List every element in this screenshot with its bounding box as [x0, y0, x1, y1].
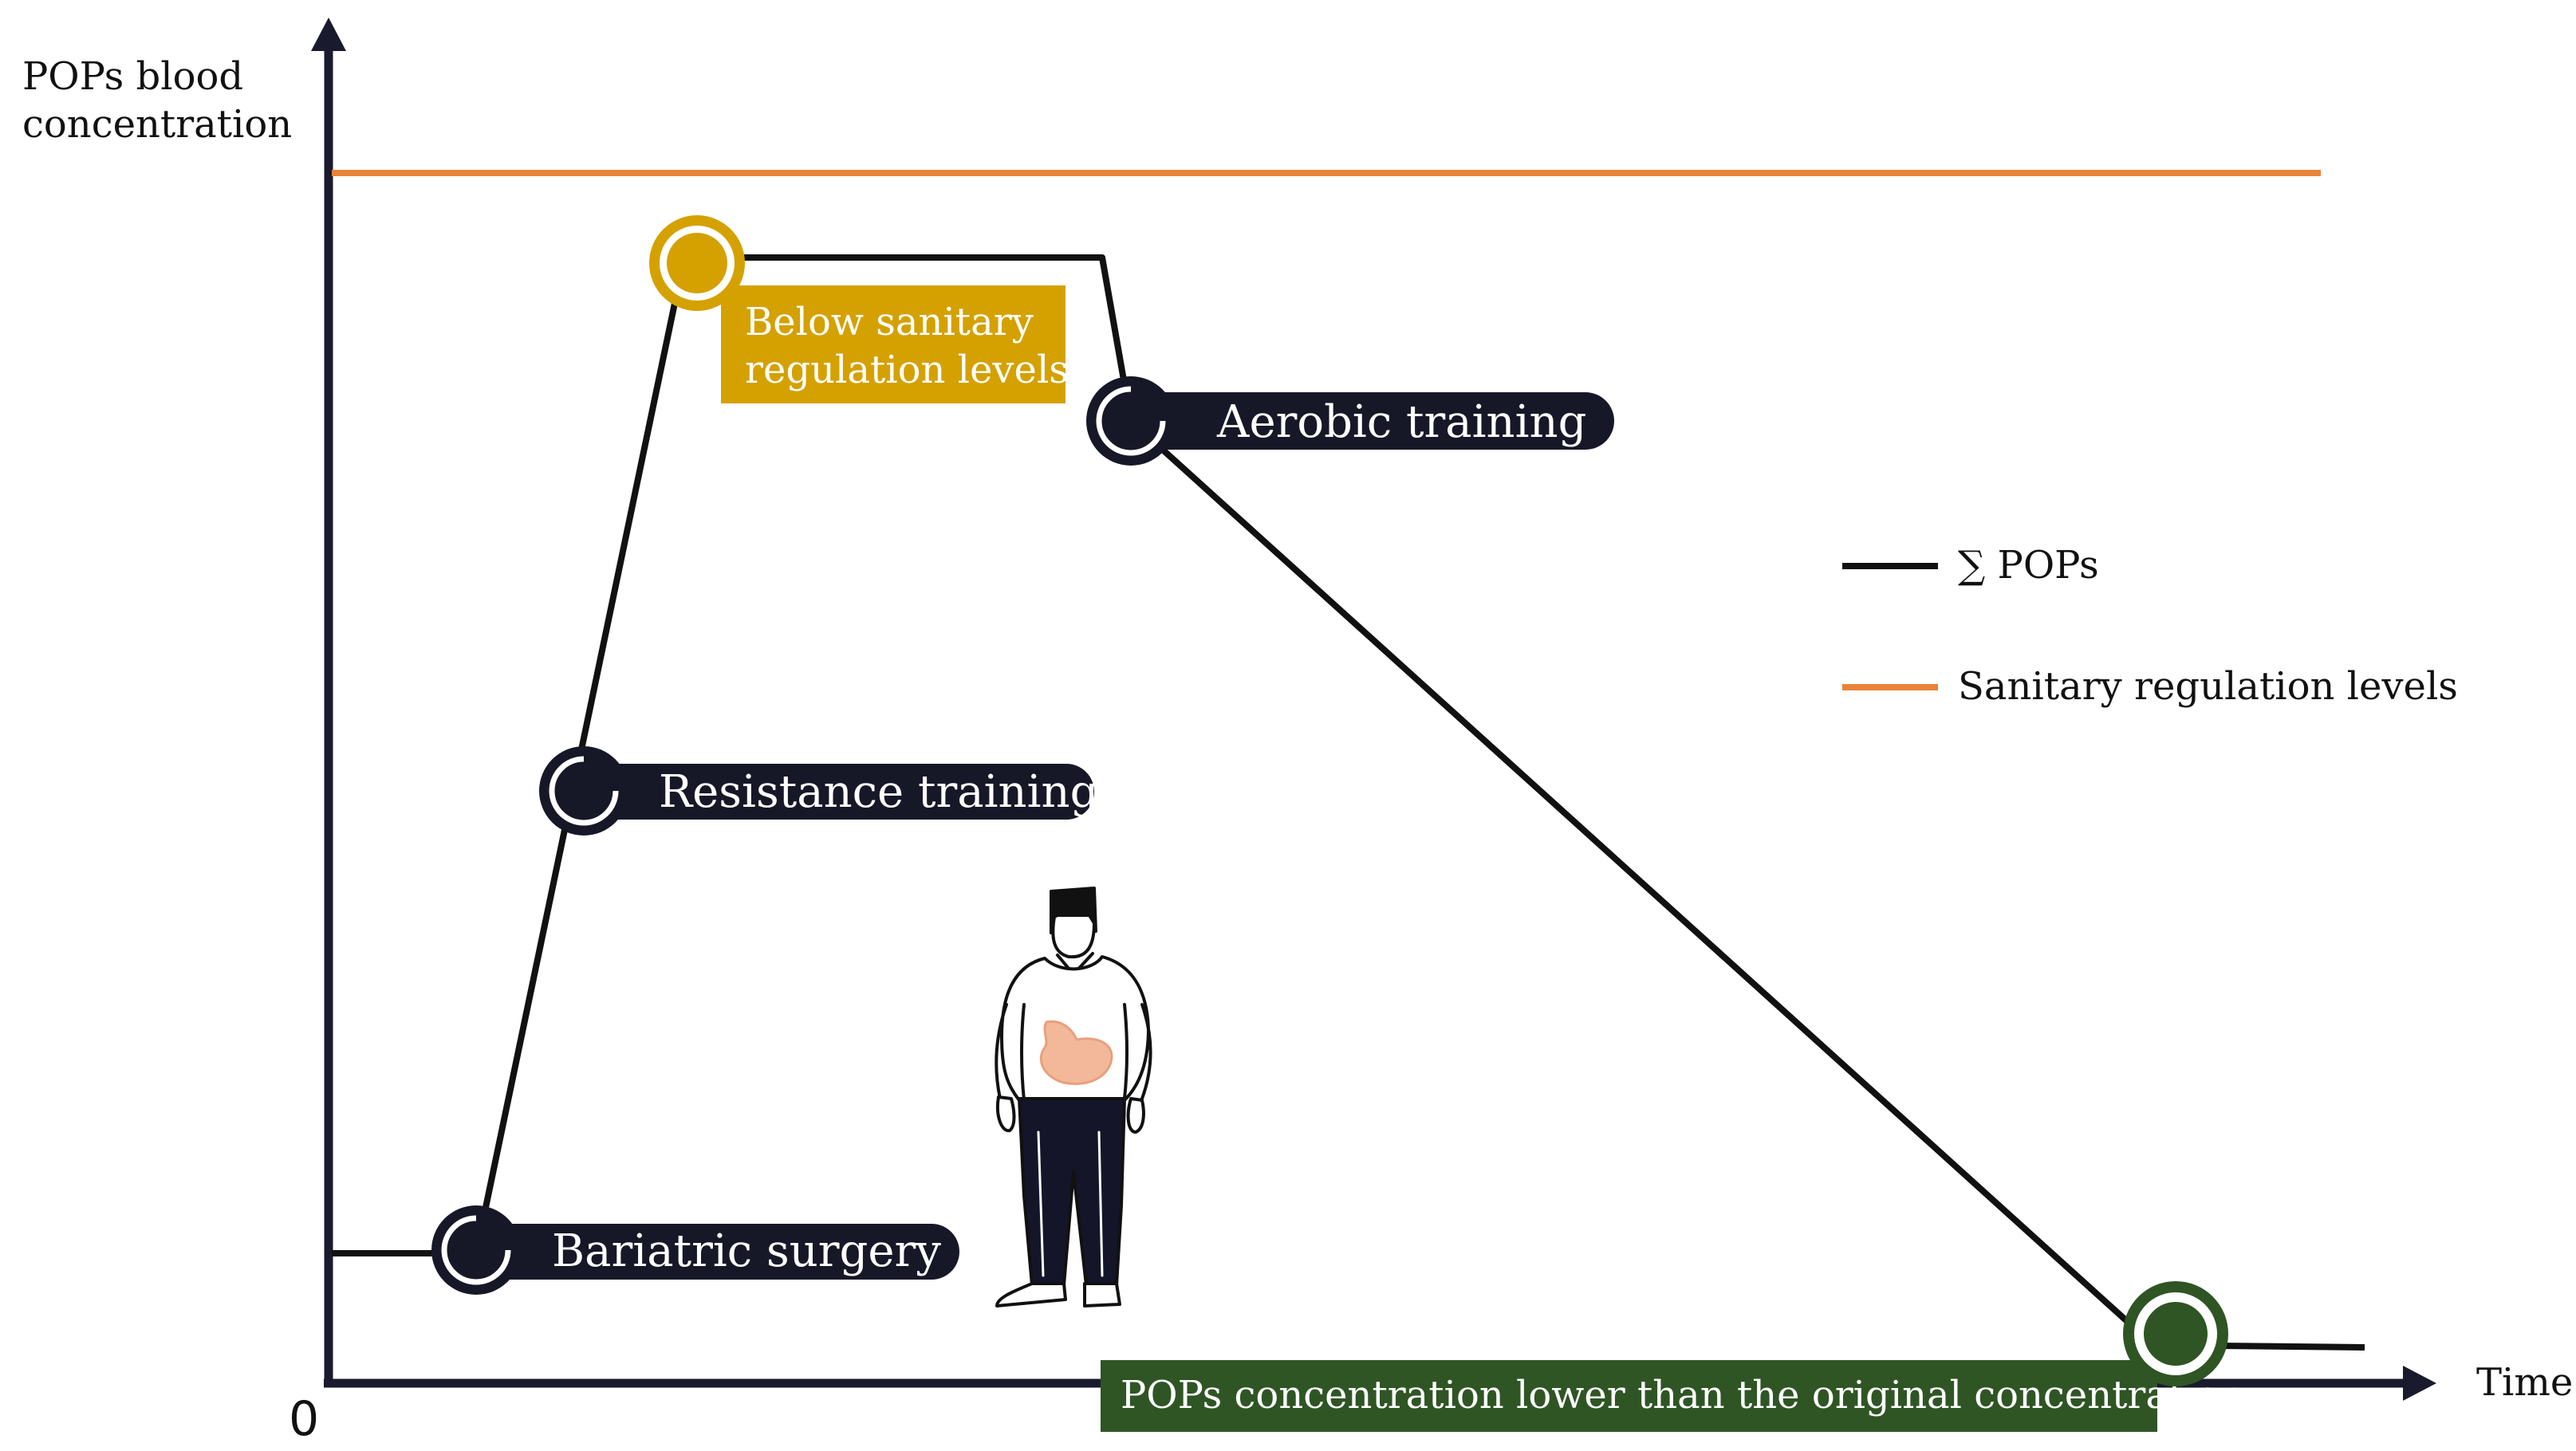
person-left-hand	[996, 1095, 1016, 1133]
person-left-shoe	[995, 1282, 1067, 1307]
person-right-hand	[1126, 1097, 1145, 1134]
person-head	[1051, 914, 1096, 959]
below-sanitary-line1: Below sanitary	[745, 300, 1034, 344]
lower-concentration-callout: POPs concentration lower than the origin…	[1101, 1360, 2243, 1432]
below-sanitary-line2: regulation levels	[745, 348, 1069, 392]
resistance-training-label: Resistance training	[659, 766, 1098, 818]
aerobic-pill	[1089, 392, 1614, 450]
resistance-training-marker: Resistance training	[539, 746, 1098, 836]
below-sanitary-box	[721, 285, 1065, 403]
axes	[311, 18, 2436, 1401]
y-axis-arrow	[311, 18, 346, 51]
person-stomach	[1039, 1020, 1113, 1085]
bariatric-surgery-label: Bariatric surgery	[552, 1225, 941, 1277]
bariatric-surgery-marker: Bariatric surgery	[431, 1205, 959, 1295]
y-axis-label-line2: concentration	[22, 102, 292, 147]
legend-sanitary-label: Sanitary regulation levels	[1958, 664, 2458, 709]
below-sanitary-callout: Below sanitary regulation levels	[721, 285, 1069, 403]
person-illustration	[995, 887, 1152, 1307]
aerobic-training-label: Aerobic training	[1216, 396, 1586, 448]
lower-concentration-label: POPs concentration lower than the origin…	[1121, 1373, 2243, 1418]
x-axis-label: Time	[2476, 1360, 2573, 1405]
origin-label: 0	[289, 1391, 319, 1447]
aerobic-training-marker: Aerobic training	[1086, 376, 1614, 466]
person-trousers	[1018, 1097, 1126, 1287]
lower-concentration-box	[1101, 1360, 2157, 1432]
legend: ∑ POPs Sanitary regulation levels	[1842, 543, 2458, 709]
y-axis-label-line1: POPs blood	[22, 54, 243, 99]
bariatric-pill	[435, 1224, 959, 1280]
person-right-arm	[1131, 1003, 1152, 1115]
end-marker	[2123, 1281, 2228, 1386]
legend-pops-label: ∑ POPs	[1958, 543, 2099, 588]
resistance-pill	[542, 764, 1094, 820]
x-axis-arrow	[2403, 1366, 2436, 1401]
person-right-shoe	[1083, 1282, 1121, 1307]
peak-marker	[649, 215, 745, 311]
